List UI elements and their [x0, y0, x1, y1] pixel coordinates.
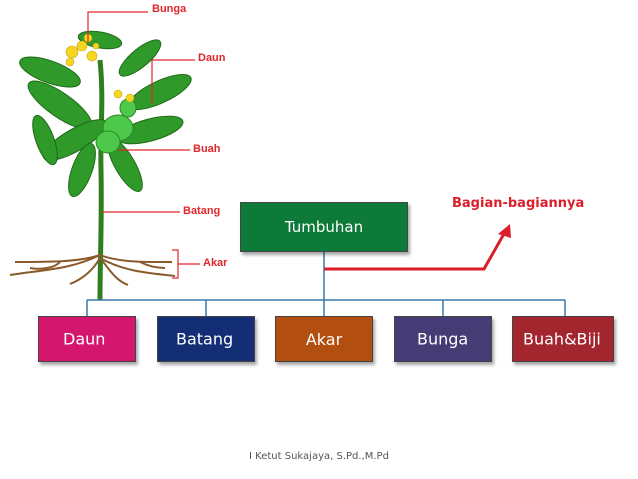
author-footer: I Ketut Sukajaya, S.Pd.,M.Pd — [249, 451, 389, 462]
root-label: Tumbuhan — [284, 218, 364, 236]
annotation-bagian: Bagian-bagiannya — [452, 196, 585, 211]
node-buah-biji: Buah&Biji — [512, 316, 614, 362]
label-daun: Daun — [198, 52, 226, 64]
node-label: Daun — [63, 329, 106, 349]
red-arrow — [324, 231, 507, 271]
plant-illustration — [9, 11, 200, 300]
node-label: Akar — [305, 329, 343, 349]
label-akar: Akar — [203, 257, 228, 269]
node-label: Batang — [176, 329, 234, 349]
label-batang: Batang — [183, 205, 221, 217]
node-batang: Batang — [157, 316, 255, 362]
node-label: Bunga — [417, 329, 469, 349]
label-bunga: Bunga — [152, 3, 187, 15]
root-node: Tumbuhan — [240, 202, 408, 252]
node-label: Buah&Biji — [523, 329, 601, 349]
node-akar: Akar — [275, 316, 373, 362]
node-bunga: Bunga — [394, 316, 492, 362]
node-daun: Daun — [38, 316, 136, 362]
label-buah: Buah — [193, 143, 221, 155]
